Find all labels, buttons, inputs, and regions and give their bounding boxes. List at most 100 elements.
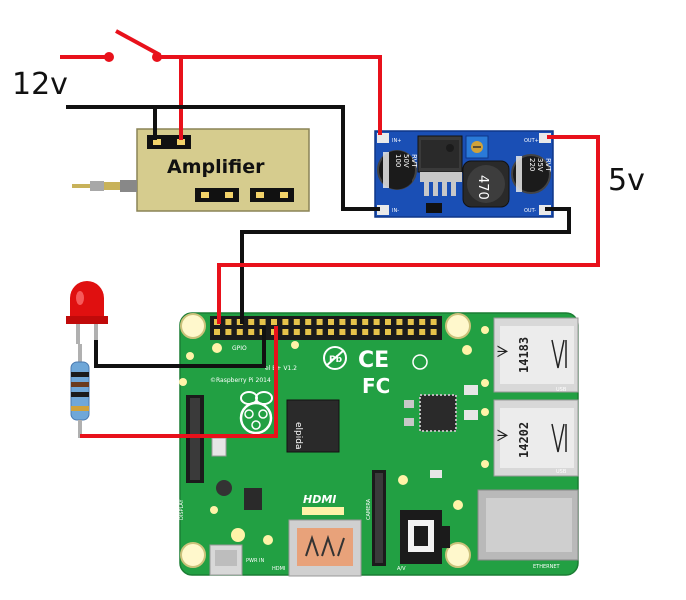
- pb-free-mark: [323, 346, 347, 370]
- pad: [462, 345, 472, 355]
- component: [464, 410, 478, 420]
- gpio-pin: [236, 319, 243, 325]
- gpio-pin: [419, 319, 426, 325]
- wire-12v-ground: [66, 105, 380, 211]
- audio-jack: [72, 180, 137, 192]
- pad-in-minus: [377, 205, 389, 215]
- hdmi-port-label: HDMI: [272, 566, 285, 572]
- inductor-value: 470: [475, 175, 490, 200]
- ethernet-port: [477, 489, 579, 561]
- wire-buck-out-ground: [240, 207, 571, 324]
- chip-text: elpida: [293, 422, 303, 449]
- pad: [263, 535, 273, 545]
- input-voltage-label: 12v: [12, 67, 68, 102]
- gpio-pin: [373, 329, 380, 335]
- diode: [426, 203, 442, 213]
- potentiometer: [465, 135, 489, 159]
- crystal: [216, 480, 232, 496]
- wire-buck-out-5v: [217, 135, 600, 324]
- gpio-pin: [328, 319, 334, 325]
- regulator-ic: [417, 135, 463, 213]
- gpio-pin: [339, 319, 346, 325]
- pwr-label: PWR IN: [246, 558, 264, 564]
- gpio-pin: [430, 329, 437, 335]
- resistor: [70, 344, 90, 438]
- component: [464, 385, 478, 395]
- av-label: A/V: [397, 566, 406, 572]
- gpio-pin: [396, 329, 403, 335]
- usb-top-number: 14183: [517, 337, 531, 373]
- gpio-pin: [362, 329, 369, 335]
- svg-text:ᗐ: ᗐ: [496, 429, 512, 442]
- pad: [179, 378, 187, 386]
- inductor: 470: [462, 160, 510, 208]
- gpio-pin: [293, 329, 300, 335]
- pin-out-plus-label: OUT+: [524, 138, 539, 144]
- gpio-block: [210, 316, 442, 340]
- display-label: DISPLAY: [179, 499, 185, 520]
- power-connector: [209, 544, 243, 576]
- amplifier-label: Amplifier: [167, 156, 265, 178]
- model-text: el B+ V1.2: [265, 365, 297, 372]
- amp-speaker-header-right: [250, 188, 294, 202]
- raspberry-pi-board: GPIO el B+ V1.2 ©Raspberry Pi 2014 Pb CE…: [179, 312, 579, 577]
- capacitor-right: 220 35V RVT: [511, 154, 552, 194]
- gpio-pin: [350, 329, 357, 335]
- mounting-hole: [180, 313, 206, 339]
- pin-out-minus-label: OUT-: [524, 208, 536, 214]
- raspberry-logo: [239, 391, 273, 435]
- gpio-pin: [305, 329, 312, 335]
- gpio-pin: [419, 329, 426, 335]
- gpio-pin: [316, 329, 323, 335]
- pad: [453, 500, 463, 510]
- pad: [291, 341, 299, 349]
- wire-switch-to-buck: [157, 55, 382, 135]
- cap-left-line2: 50V: [402, 154, 410, 168]
- component: [244, 488, 262, 510]
- ethernet-label: ETHERNET: [533, 564, 561, 570]
- wire-resistor-gpio: [80, 326, 278, 438]
- pad: [186, 352, 194, 360]
- gpio-pin: [407, 329, 414, 335]
- gpio-pin: [373, 319, 380, 325]
- mounting-hole: [180, 542, 206, 568]
- cap-right-line3: RVT: [544, 158, 552, 172]
- gpio-pin: [225, 329, 232, 335]
- hdmi-port: [288, 519, 362, 577]
- gpio-pin: [350, 319, 357, 325]
- pad-ring: [412, 354, 428, 370]
- cap-right-line2: 35V: [536, 158, 544, 172]
- gpio-pin: [214, 329, 220, 335]
- gpio-pin: [305, 319, 312, 325]
- gpio-pin: [396, 319, 403, 325]
- fc-mark: FC: [362, 374, 390, 398]
- gpio-pin: [430, 319, 437, 325]
- amplifier-module: Amplifier: [72, 128, 310, 212]
- capacitor-left: 100 50V RVT: [377, 150, 418, 190]
- buck-converter: IN+ IN- OUT+ OUT- 100 50V RVT: [374, 130, 554, 218]
- gpio-pin: [248, 329, 255, 335]
- pin-in-minus-label: IN-: [392, 208, 399, 214]
- gpio-pin: [385, 329, 391, 335]
- gpio-pin: [259, 319, 266, 325]
- gpio-pin: [362, 319, 369, 325]
- usb-label: USB: [556, 387, 567, 393]
- usb-port-bottom: 14202 ᗐ: [493, 399, 579, 477]
- gpio-header: [210, 316, 442, 340]
- pad: [231, 528, 245, 542]
- svg-text:ᗐ: ᗐ: [496, 345, 512, 358]
- component: [404, 400, 414, 408]
- pad-out-plus: [539, 133, 551, 143]
- gpio-pin: [328, 329, 334, 335]
- led: [66, 281, 108, 344]
- camera-label: CAMERA: [366, 498, 372, 520]
- amp-speaker-header-left: [195, 188, 239, 202]
- gpio-pin: [282, 319, 289, 325]
- mounting-hole: [445, 313, 471, 339]
- gpio-pin: [248, 319, 255, 325]
- ce-mark: CE: [358, 348, 389, 373]
- switch: [104, 29, 162, 62]
- gpio-pin: [282, 329, 289, 335]
- wire-led-ground: [94, 326, 266, 368]
- gpio-pin: [316, 319, 323, 325]
